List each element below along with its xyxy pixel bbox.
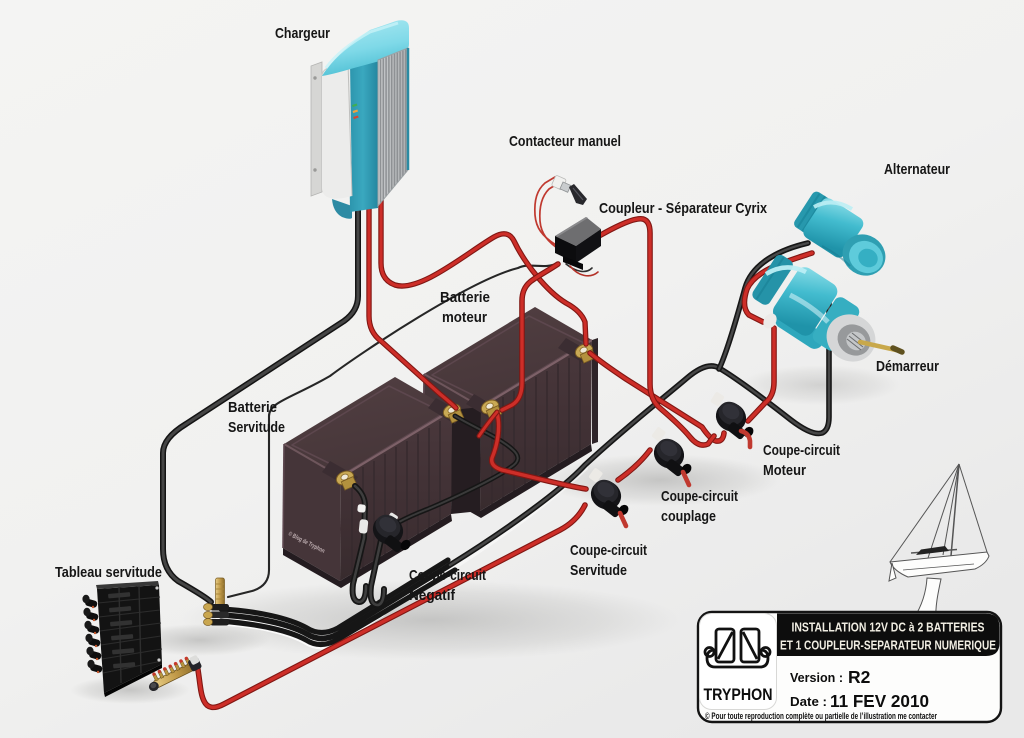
svg-text:couplage: couplage: [661, 508, 716, 525]
svg-text:Coupe-circuit: Coupe-circuit: [409, 567, 486, 584]
svg-text:Coupleur - Séparateur Cyrix: Coupleur - Séparateur Cyrix: [599, 200, 768, 217]
svg-text:Démarreur: Démarreur: [876, 358, 939, 375]
svg-text:Batterie: Batterie: [440, 289, 490, 306]
svg-text:© Pour toute reproduction comp: © Pour toute reproduction complète ou pa…: [705, 711, 937, 721]
svg-text:Chargeur: Chargeur: [275, 25, 330, 42]
svg-text:INSTALLATION 12V DC à 2 BATTER: INSTALLATION 12V DC à 2 BATTERIES: [792, 620, 985, 635]
svg-text:Coupe-circuit: Coupe-circuit: [661, 488, 738, 505]
svg-text:R2: R2: [848, 667, 871, 687]
svg-text:Version :: Version :: [790, 671, 843, 685]
svg-text:Servitude: Servitude: [570, 562, 627, 579]
svg-text:Coupe-circuit: Coupe-circuit: [763, 442, 840, 459]
svg-text:Alternateur: Alternateur: [884, 161, 950, 178]
svg-text:TRYPHON: TRYPHON: [704, 685, 773, 704]
svg-text:Négatif: Négatif: [409, 587, 456, 604]
svg-text:11 FEV 2010: 11 FEV 2010: [830, 691, 929, 711]
svg-text:moteur: moteur: [442, 309, 487, 326]
svg-text:Contacteur manuel: Contacteur manuel: [509, 133, 621, 150]
svg-text:Servitude: Servitude: [228, 419, 285, 436]
svg-text:Moteur: Moteur: [763, 462, 806, 479]
svg-text:ET 1 COUPLEUR-SEPARATEUR NUMER: ET 1 COUPLEUR-SEPARATEUR NUMERIQUE: [780, 638, 996, 653]
svg-text:Tableau servitude: Tableau servitude: [55, 564, 162, 581]
svg-text:Date :: Date :: [790, 695, 827, 709]
svg-text:Batterie: Batterie: [228, 399, 277, 416]
svg-text:Coupe-circuit: Coupe-circuit: [570, 542, 647, 559]
